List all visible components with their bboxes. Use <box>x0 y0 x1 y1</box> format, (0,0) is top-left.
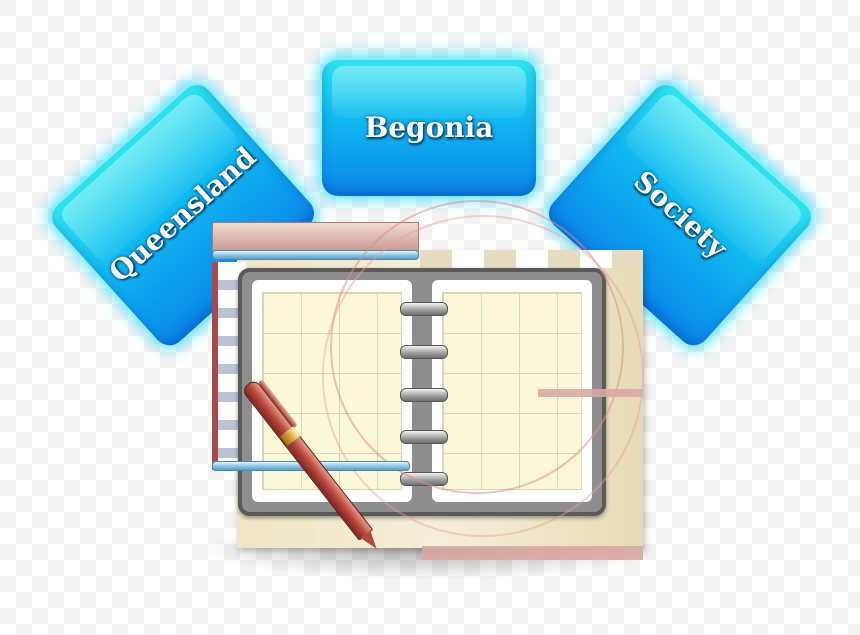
decorative-circle <box>322 215 644 537</box>
accent-bar <box>538 389 643 397</box>
begonia-tile: Begonia <box>322 58 536 196</box>
tile-label-society: Society <box>627 164 734 265</box>
tile-label-begonia: Begonia <box>364 110 494 144</box>
accent-bar-bottom <box>422 546 643 560</box>
